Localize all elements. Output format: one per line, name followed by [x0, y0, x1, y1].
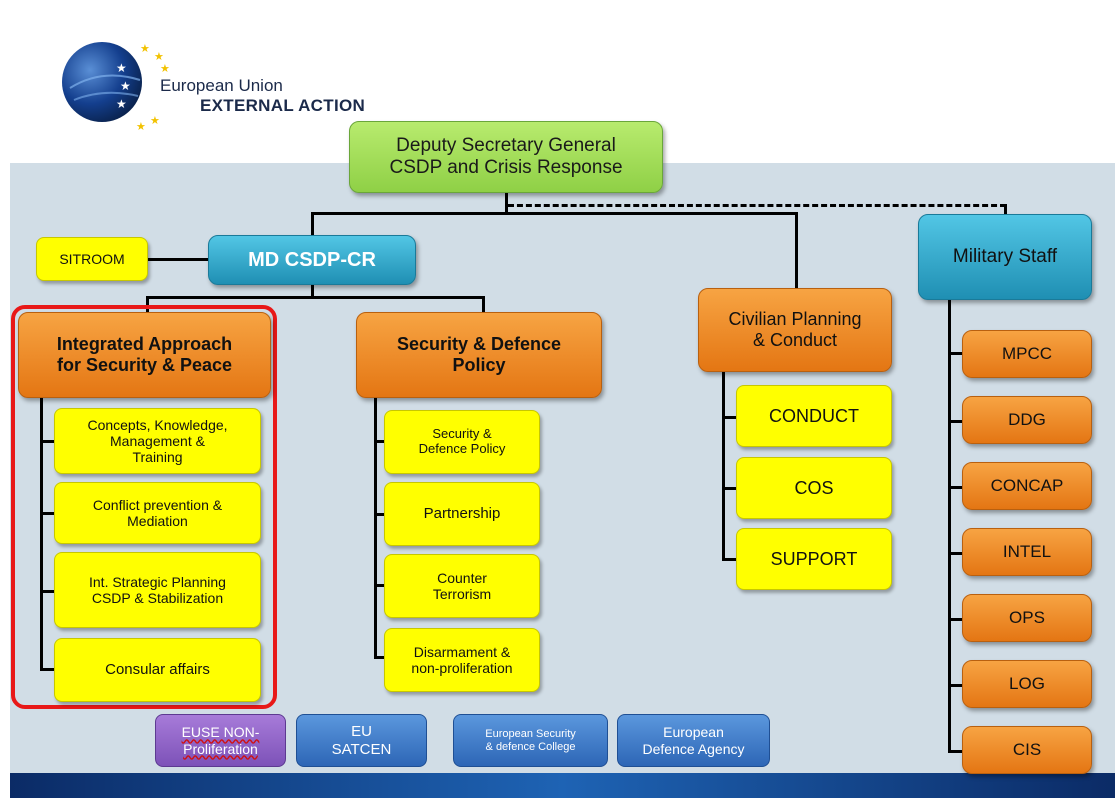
- box-ms-intel: INTEL: [962, 528, 1092, 576]
- box-ms-mpcc: MPCC: [962, 330, 1092, 378]
- label-ms-log: LOG: [1009, 674, 1045, 694]
- box-sdp-item-2: Partnership: [384, 482, 540, 546]
- box-iasp-item-2: Conflict prevention & Mediation: [54, 482, 261, 544]
- eu-logo: ★ ★ ★ ★ ★ ★ ★ ★: [62, 38, 172, 133]
- label-cpc-conduct: CONDUCT: [769, 405, 859, 426]
- svg-text:★: ★: [154, 50, 164, 63]
- svg-text:★: ★: [116, 61, 127, 75]
- box-ms-concap: CONCAP: [962, 462, 1092, 510]
- label-sdp-item-2: Partnership: [423, 505, 501, 523]
- label-civilian-planning-conduct: Civilian Planning & Conduct: [728, 309, 862, 350]
- svg-text:★: ★: [160, 62, 170, 75]
- box-deputy-secretary-general: Deputy Secretary General CSDP and Crisis…: [349, 121, 663, 193]
- box-iasp-item-3: Int. Strategic Planning CSDP & Stabiliza…: [54, 552, 261, 628]
- box-security-defence-policy: Security & Defence Policy: [356, 312, 602, 398]
- box-euse-non-proliferation: EUSE NON- Proliferation: [155, 714, 286, 767]
- box-iasp-item-1: Concepts, Knowledge, Management & Traini…: [54, 408, 261, 474]
- label-cpc-cos: COS: [794, 477, 834, 498]
- box-ms-ops: OPS: [962, 594, 1092, 642]
- box-sitroom: SITROOM: [36, 237, 148, 281]
- label-integrated-approach: Integrated Approach for Security & Peace: [56, 334, 233, 375]
- label-ms-ddg: DDG: [1008, 410, 1046, 430]
- label-iasp-item-1: Concepts, Knowledge, Management & Traini…: [87, 416, 228, 466]
- box-military-staff: Military Staff: [918, 214, 1092, 300]
- logo-text-external-action: EXTERNAL ACTION: [200, 96, 366, 115]
- box-cpc-cos: COS: [736, 457, 892, 519]
- box-european-defence-agency: European Defence Agency: [617, 714, 770, 767]
- svg-text:★: ★: [116, 97, 127, 111]
- label-ms-ops: OPS: [1009, 608, 1045, 628]
- highlight-iasp: [11, 305, 277, 709]
- label-cpc-support: SUPPORT: [770, 548, 858, 569]
- logo-text-european-union: European Union: [160, 76, 283, 95]
- label-sdp-item-1: Security & Defence Policy: [418, 426, 506, 456]
- label-iasp-item-3: Int. Strategic Planning CSDP & Stabiliza…: [89, 573, 226, 606]
- box-civilian-planning-conduct: Civilian Planning & Conduct: [698, 288, 892, 372]
- svg-text:★: ★: [150, 114, 160, 127]
- label-european-defence-agency: European Defence Agency: [642, 724, 745, 757]
- svg-text:★: ★: [120, 79, 131, 93]
- box-european-security-defence-college: European Security & defence College: [453, 714, 608, 767]
- label-european-security-defence-college: European Security & defence College: [485, 727, 576, 753]
- label-md-csdp-cr: MD CSDP-CR: [248, 248, 376, 271]
- label-euse-non-proliferation: EUSE NON- Proliferation: [181, 724, 260, 757]
- svg-text:★: ★: [136, 120, 146, 130]
- box-ms-ddg: DDG: [962, 396, 1092, 444]
- label-deputy-secretary-general: Deputy Secretary General CSDP and Crisis…: [389, 135, 623, 178]
- label-security-defence-policy: Security & Defence Policy: [396, 334, 562, 375]
- label-eu-satcen: EU SATCEN: [331, 723, 392, 758]
- box-cpc-support: SUPPORT: [736, 528, 892, 590]
- label-sitroom: SITROOM: [59, 250, 125, 267]
- box-md-csdp-cr: MD CSDP-CR: [208, 235, 416, 285]
- box-sdp-item-4: Disarmament & non-proliferation: [384, 628, 540, 692]
- box-sdp-item-3: Counter Terrorism: [384, 554, 540, 618]
- footer-bar: [10, 773, 1115, 798]
- svg-text:★: ★: [140, 42, 150, 55]
- label-ms-mpcc: MPCC: [1001, 344, 1053, 364]
- label-sdp-item-3: Counter Terrorism: [432, 569, 492, 602]
- box-ms-cis: CIS: [962, 726, 1092, 774]
- box-sdp-item-1: Security & Defence Policy: [384, 410, 540, 474]
- box-integrated-approach: Integrated Approach for Security & Peace: [18, 312, 271, 398]
- box-iasp-item-4: Consular affairs: [54, 638, 261, 702]
- label-iasp-item-2: Conflict prevention & Mediation: [92, 496, 223, 529]
- box-cpc-conduct: CONDUCT: [736, 385, 892, 447]
- box-ms-log: LOG: [962, 660, 1092, 708]
- label-ms-intel: INTEL: [1002, 542, 1052, 562]
- label-sdp-item-4: Disarmament & non-proliferation: [411, 643, 513, 676]
- label-ms-cis: CIS: [1012, 740, 1042, 760]
- label-iasp-item-4: Consular affairs: [105, 661, 210, 679]
- label-military-staff: Military Staff: [952, 246, 1058, 268]
- label-ms-concap: CONCAP: [990, 476, 1064, 496]
- box-eu-satcen: EU SATCEN: [296, 714, 427, 767]
- globe-stars-emblem: ★ ★ ★ ★ ★ ★ ★ ★: [62, 42, 170, 133]
